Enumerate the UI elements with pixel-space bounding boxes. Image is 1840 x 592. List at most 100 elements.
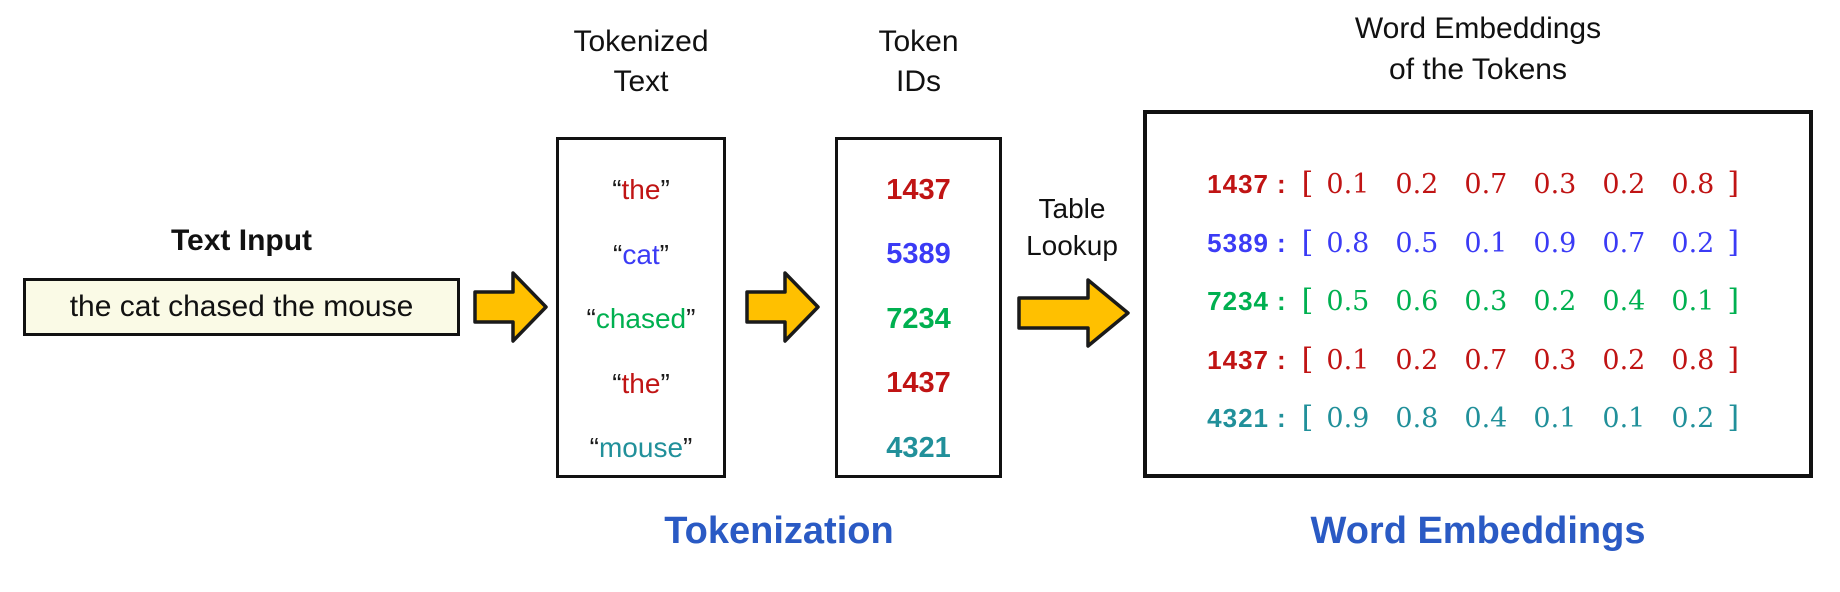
- word-embeddings-header-line2: of the Tokens: [1389, 53, 1567, 86]
- embedding-value: 0.7: [1602, 227, 1646, 259]
- token-id-list: 1437 5389 7234 1437 4321: [838, 140, 999, 481]
- open-quote: “: [586, 303, 596, 334]
- embedding-token-id: 7234: [1207, 286, 1269, 316]
- embedding-value: 0.5: [1326, 286, 1370, 317]
- token-word: mouse: [598, 432, 684, 463]
- embedding-token-id: 1437: [1207, 344, 1269, 375]
- embedding-value: 0.1: [1326, 169, 1370, 200]
- arrow-right-icon: [1017, 278, 1130, 348]
- colon: :: [1277, 286, 1286, 316]
- embedding-value: 0.2: [1395, 344, 1439, 376]
- colon: :: [1277, 169, 1286, 199]
- token-row: “chased”: [559, 299, 723, 339]
- token-word: chased: [595, 303, 687, 334]
- text-input-label: Text Input: [170, 224, 313, 257]
- token-ids-header-line2: IDs: [896, 65, 941, 98]
- close-bracket: ]: [1727, 283, 1740, 318]
- embedding-value: 0.2: [1602, 344, 1646, 376]
- token-id: 1437: [886, 367, 951, 399]
- embedding-value: 0.7: [1464, 169, 1508, 200]
- embedding-row: 1437 : [ 0.1 0.2 0.7 0.3 0.2 0.8 ]: [1147, 166, 1809, 214]
- embedding-value: 0.8: [1326, 227, 1370, 259]
- tokenized-text-header-line1: Tokenized: [573, 25, 709, 58]
- token-id: 1437: [886, 173, 951, 206]
- colon: :: [1277, 227, 1286, 258]
- embedding-value: 0.1: [1671, 286, 1715, 317]
- tokenization-caption: Tokenization: [664, 510, 894, 552]
- arrow-right-icon: [473, 271, 548, 343]
- embedding-value: 0.8: [1671, 169, 1715, 200]
- embedding-token-id: 4321: [1207, 403, 1269, 433]
- close-quote: ”: [659, 238, 669, 270]
- embedding-row: 4321 : [ 0.9 0.8 0.4 0.1 0.1 0.2 ]: [1147, 400, 1809, 448]
- token-row: “the”: [559, 364, 723, 404]
- text-input-box: the cat chased the mouse: [23, 278, 460, 336]
- token-word: the: [621, 174, 661, 205]
- embedding-value: 0.5: [1395, 227, 1439, 259]
- embedding-value: 0.8: [1671, 344, 1715, 376]
- embedding-value: 0.1: [1533, 403, 1577, 434]
- embedding-value: 0.2: [1395, 169, 1439, 200]
- colon: :: [1277, 344, 1286, 375]
- close-bracket: ]: [1727, 166, 1740, 201]
- embedding-value: 0.3: [1464, 286, 1508, 317]
- close-bracket: ]: [1727, 341, 1740, 377]
- close-bracket: ]: [1727, 224, 1740, 260]
- embedding-value: 0.9: [1533, 227, 1577, 259]
- open-bracket: [: [1301, 166, 1314, 201]
- embedding-value: 0.1: [1602, 403, 1646, 434]
- close-quote: ”: [660, 174, 670, 205]
- embedding-value: 0.6: [1395, 286, 1439, 317]
- embedding-value: 0.3: [1533, 169, 1577, 200]
- embedding-value: 0.2: [1671, 227, 1715, 259]
- text-input-value: the cat chased the mouse: [69, 290, 414, 323]
- open-quote: “: [612, 367, 622, 399]
- close-quote: ”: [683, 432, 693, 463]
- open-quote: “: [612, 238, 623, 270]
- embedding-list: 1437 : [ 0.1 0.2 0.7 0.3 0.2 0.8 ] 5389 …: [1147, 114, 1809, 474]
- tokenized-text-box: “the” “cat” “chased” “the” “mouse”: [556, 137, 726, 478]
- token-row: “cat”: [559, 235, 723, 275]
- embedding-row: 7234 : [ 0.5 0.6 0.3 0.2 0.4 0.1 ]: [1147, 283, 1809, 331]
- word-embeddings-box: 1437 : [ 0.1 0.2 0.7 0.3 0.2 0.8 ] 5389 …: [1143, 110, 1813, 478]
- token-id: 4321: [886, 431, 951, 464]
- embedding-value: 0.2: [1533, 286, 1577, 317]
- close-quote: ”: [660, 367, 670, 399]
- open-bracket: [: [1301, 341, 1314, 377]
- token-id: 7234: [886, 302, 951, 335]
- tokenized-text-header-line2: Text: [613, 65, 669, 98]
- embedding-value: 0.8: [1395, 403, 1439, 434]
- token-list: “the” “cat” “chased” “the” “mouse”: [559, 140, 723, 481]
- open-bracket: [: [1301, 283, 1314, 318]
- embedding-token-id: 5389: [1207, 227, 1269, 258]
- word-embeddings-header-line1: Word Embeddings: [1354, 12, 1602, 45]
- table-lookup-line2: Lookup: [1026, 230, 1118, 261]
- embedding-value: 0.1: [1464, 227, 1508, 259]
- token-row: “the”: [559, 170, 723, 210]
- embedding-value: 0.2: [1602, 169, 1646, 200]
- open-bracket: [: [1301, 400, 1314, 435]
- embedding-value: 0.9: [1326, 403, 1370, 434]
- embedding-token-id: 1437: [1207, 169, 1269, 199]
- word-embeddings-header: Word Embeddings of the Tokens: [1143, 8, 1813, 90]
- token-ids-box: 1437 5389 7234 1437 4321: [835, 137, 1002, 478]
- word-embeddings-caption: Word Embeddings: [1310, 510, 1646, 552]
- tokenized-text-header: Tokenized Text: [505, 22, 777, 102]
- colon: :: [1277, 403, 1286, 433]
- embedding-value: 0.3: [1533, 344, 1577, 376]
- embedding-value: 0.1: [1326, 344, 1370, 376]
- close-bracket: ]: [1727, 400, 1740, 435]
- open-bracket: [: [1301, 224, 1314, 260]
- close-quote: ”: [686, 303, 696, 334]
- embedding-value: 0.2: [1671, 403, 1715, 434]
- token-ids-header-line1: Token: [878, 25, 959, 58]
- table-lookup-label: Table Lookup: [1002, 190, 1142, 264]
- embedding-value: 0.4: [1464, 403, 1508, 434]
- token-word: cat: [622, 238, 660, 270]
- table-lookup-line1: Table: [1038, 193, 1106, 224]
- token-ids-header: Token IDs: [835, 22, 1002, 102]
- embedding-row: 1437 : [ 0.1 0.2 0.7 0.3 0.2 0.8 ]: [1147, 342, 1809, 390]
- embedding-value: 0.4: [1602, 286, 1646, 317]
- open-quote: “: [612, 174, 622, 205]
